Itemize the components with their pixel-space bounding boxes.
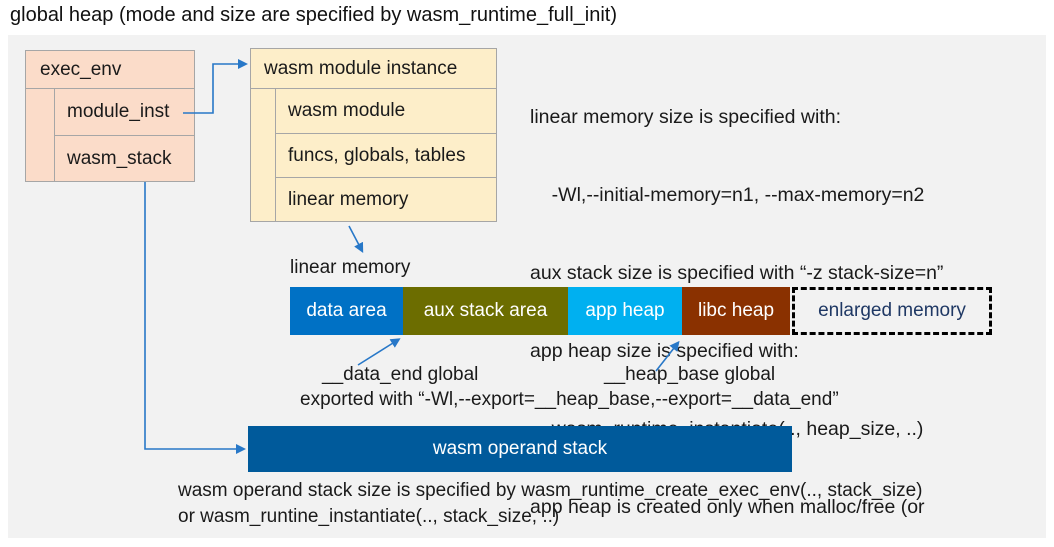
linear-memory-bar: data area aux stack area app heap libc h… — [290, 287, 790, 335]
wasm-operand-stack-bar: wasm operand stack — [248, 426, 792, 472]
exec-env-row-module-inst: module_inst — [54, 89, 194, 135]
module-instance-box: wasm module instance wasm module funcs, … — [250, 48, 497, 222]
module-instance-row-funcs-globals-tables: funcs, globals, tables — [275, 133, 496, 177]
module-instance-row-linear-memory: linear memory — [275, 177, 496, 221]
exported-with-label: exported with “-Wl,--export=__heap_base,… — [300, 389, 839, 410]
note-line: aux stack size is specified with “-z sta… — [530, 262, 944, 284]
segment-data-area: data area — [290, 287, 403, 335]
exec-env-row-wasm-stack: wasm_stack — [54, 135, 194, 181]
exec-env-header: exec_env — [26, 51, 194, 89]
note-line: app heap size is specified with: — [530, 340, 799, 362]
page-title: global heap (mode and size are specified… — [10, 4, 617, 26]
segment-enlarged-memory: enlarged memory — [792, 287, 992, 335]
footer-block: wasm operand stack size is specified by … — [178, 478, 923, 530]
footer-line: or wasm_runtine_instantiate(.., stack_si… — [178, 506, 560, 527]
segment-libc-heap: libc heap — [682, 287, 790, 335]
exec-env-box: exec_env module_inst wasm_stack — [25, 50, 195, 182]
segment-app-heap: app heap — [568, 287, 682, 335]
data-end-global-label: __data_end global — [322, 364, 479, 385]
note-line: app heap is created only when malloc/fre… — [530, 496, 925, 518]
module-instance-row-wasm-module: wasm module — [275, 89, 496, 133]
note-line: linear memory size is specified with: — [530, 106, 842, 128]
segment-aux-stack-area: aux stack area — [403, 287, 568, 335]
heap-base-global-label: __heap_base global — [604, 364, 776, 385]
linear-memory-label: linear memory — [290, 257, 411, 278]
module-instance-header: wasm module instance — [251, 49, 496, 89]
footer-line: wasm operand stack size is specified by … — [178, 480, 923, 501]
note-line: -Wl,--initial-memory=n1, --max-memory=n2 — [530, 184, 925, 206]
